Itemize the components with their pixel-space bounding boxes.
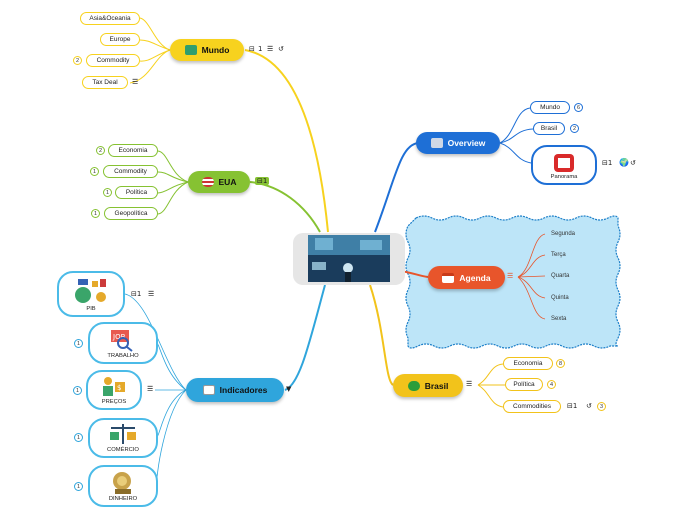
- eua-geopolitica-badge: 1: [91, 209, 100, 218]
- brasil-list-icon: ☰: [466, 380, 473, 388]
- eua-politica-badge: 1: [103, 188, 112, 197]
- money-icon: [113, 472, 131, 494]
- brasil-politica-badge: 4: [547, 380, 556, 389]
- agenda-day-3[interactable]: Quarta: [551, 273, 570, 279]
- overview-child-brasil[interactable]: Brasil: [533, 122, 565, 135]
- svg-text:JOB: JOB: [112, 333, 126, 341]
- eua-child-commodity[interactable]: Commodity: [103, 165, 158, 178]
- overview-child-mundo[interactable]: Mundo: [530, 101, 570, 114]
- commodities-link-icon: ↺: [586, 402, 592, 410]
- precos-list-icon: ☰: [147, 385, 154, 393]
- mundo-child-taxdeal[interactable]: Tax Deal: [82, 76, 128, 89]
- precos-badge: 1: [73, 386, 82, 395]
- price-tag-icon: $: [103, 377, 125, 396]
- agenda-day-4[interactable]: Quinta: [551, 295, 569, 301]
- mundo-child-commodity[interactable]: Commodity: [86, 54, 140, 67]
- pib-list-icon: ☰: [148, 290, 155, 298]
- us-flag-icon: [201, 177, 214, 187]
- eua-notes-icon: ⊟1: [255, 177, 270, 185]
- indicador-pib[interactable]: PIB: [57, 271, 125, 317]
- panorama-globe-icon: 🌍: [619, 158, 629, 167]
- brasil-child-commodities[interactable]: Commodities: [503, 400, 561, 413]
- commodities-notes-icon: ⊟1: [567, 402, 578, 410]
- indicador-comercio[interactable]: COMÉRCIO: [88, 418, 158, 458]
- dinheiro-badge: 1: [74, 482, 83, 491]
- overview-child-panorama[interactable]: Panorama: [531, 145, 597, 185]
- job-search-icon: JOB: [111, 330, 133, 352]
- mundo-child-asia[interactable]: Asia&Oceania: [80, 12, 140, 25]
- agenda-wavy-panel: [405, 215, 621, 349]
- mundo-node[interactable]: Mundo: [170, 39, 244, 61]
- svg-text:$: $: [117, 384, 121, 392]
- trabalho-badge: 1: [74, 339, 83, 348]
- indicadores-node[interactable]: Indicadores: [186, 378, 284, 402]
- trade-balance-icon: [110, 424, 136, 444]
- agenda-day-1[interactable]: Segunda: [551, 231, 576, 237]
- brasil-child-politica[interactable]: Política: [505, 378, 543, 391]
- filter-icon: ▼: [286, 385, 292, 393]
- globe-icon: [184, 45, 197, 55]
- mundo-child-europe[interactable]: Europe: [100, 33, 140, 46]
- indicador-dinheiro[interactable]: DINHEIRO: [88, 465, 158, 507]
- economy-collage-icon: [75, 279, 106, 303]
- chart-down-icon: [202, 385, 215, 395]
- eua-child-politica[interactable]: Política: [115, 186, 158, 199]
- agenda-label: Agenda: [459, 272, 491, 283]
- list-icon: ☰: [267, 45, 274, 53]
- brasil-label: Brasil: [424, 380, 449, 391]
- indicadores-label: Indicadores: [219, 385, 268, 395]
- agenda-list-icon: ☰: [507, 272, 514, 280]
- mundo-notes-icon: ⊟: [249, 45, 255, 53]
- taxdeal-list-icon: ☰: [132, 78, 139, 86]
- panorama-logo-icon: [554, 154, 574, 172]
- overview-mundo-badge: 6: [574, 103, 583, 112]
- overview-brasil-badge: 2: [570, 124, 579, 133]
- pib-notes-icon: ⊟1: [131, 290, 142, 298]
- agenda-day-2[interactable]: Terça: [551, 252, 566, 258]
- eua-child-economia[interactable]: Economia: [108, 144, 158, 157]
- brasil-commodities-badge: 3: [597, 402, 606, 411]
- overview-label: Overview: [447, 138, 486, 148]
- central-topic[interactable]: [293, 233, 405, 285]
- panorama-notes-icon: ⊟1: [602, 159, 613, 167]
- indicador-trabalho[interactable]: JOB TRABALHO: [88, 322, 158, 364]
- brazil-flag-icon: [407, 380, 420, 391]
- panorama-link-icon: ↺: [630, 159, 636, 167]
- mundo-label: Mundo: [201, 45, 230, 55]
- eua-node[interactable]: EUA: [188, 171, 250, 193]
- brasil-economia-badge: 8: [556, 359, 565, 368]
- eua-label: EUA: [218, 177, 237, 187]
- eua-economia-badge: 2: [96, 146, 105, 155]
- mundo-count: 1: [258, 45, 263, 53]
- eua-commodity-badge: 1: [90, 167, 99, 176]
- agenda-node[interactable]: Agenda: [428, 266, 505, 289]
- indicador-precos[interactable]: $ PREÇOS: [86, 370, 142, 410]
- agenda-day-5[interactable]: Sexta: [551, 316, 567, 322]
- calendar-icon: [442, 272, 455, 283]
- overview-node[interactable]: Overview: [416, 132, 500, 154]
- comercio-badge: 1: [74, 433, 83, 442]
- brasil-child-economia[interactable]: Economia: [503, 357, 553, 370]
- document-icon: [430, 138, 443, 148]
- eua-child-geopolitica[interactable]: Geopolítica: [104, 207, 158, 220]
- mundo-commodity-badge: 2: [73, 56, 82, 65]
- link-icon: ↺: [278, 45, 284, 53]
- brasil-node[interactable]: Brasil: [393, 374, 463, 397]
